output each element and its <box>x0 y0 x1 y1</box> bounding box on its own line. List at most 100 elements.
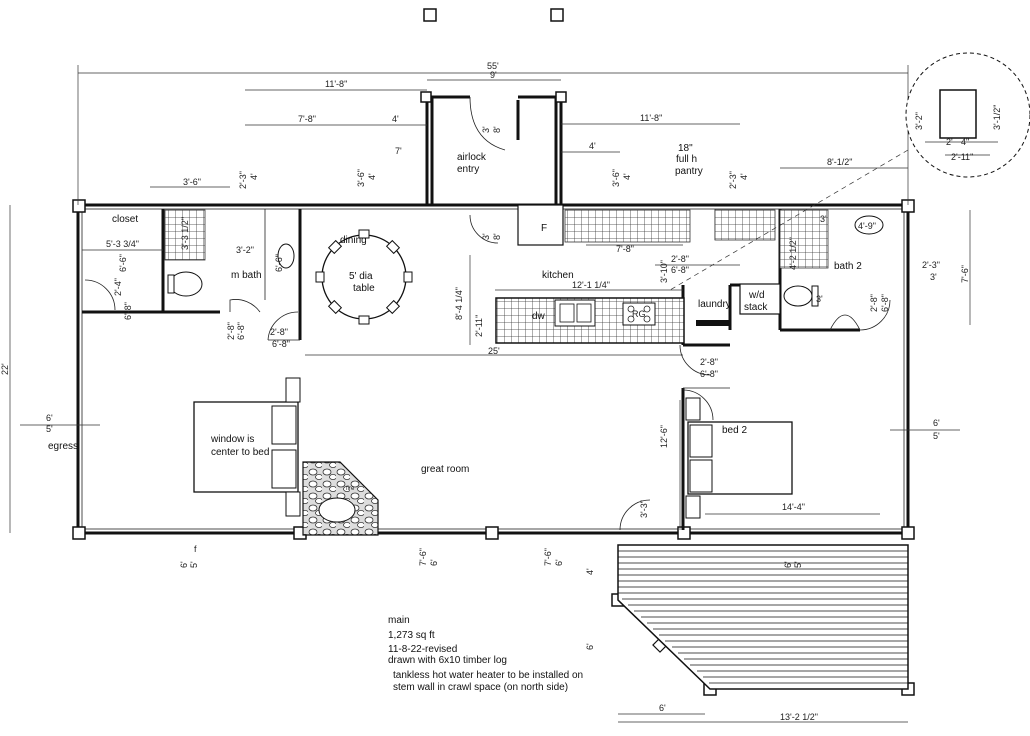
note-line-2: 1,273 sq ft <box>388 630 435 641</box>
dim-door-68-b: 6'-8" <box>236 322 246 340</box>
dim-egress-5: 5' <box>46 424 53 434</box>
dim-bath2-23: 2'-3" <box>922 260 940 270</box>
dim-pantry-68b: 6'-8" <box>671 265 689 275</box>
m-bath-label: m bath <box>231 270 262 281</box>
wd-label-1: w/d <box>748 290 765 301</box>
detail-callout <box>669 52 1030 291</box>
dim-detail-32: 3'-2" <box>914 112 924 130</box>
dim-bath2-412: 4'-2 1/2" <box>788 237 798 270</box>
dim-win-36-b: 3'-6" <box>611 169 621 187</box>
pantry-label-2: full h <box>676 154 697 165</box>
table-label-1: 5' dia <box>349 271 373 282</box>
dim-bath-w1: 3'-3 1/2" <box>180 217 190 250</box>
dim-detail-2: 2' <box>946 137 953 147</box>
dim-win-4-a: 4' <box>249 173 259 180</box>
fixtures <box>167 215 884 315</box>
dim-laundry-310: 3'-10" <box>659 260 669 283</box>
dim-kitchen-25: 25' <box>488 346 500 356</box>
dim-deck-4: 4' <box>585 568 595 575</box>
dim-deck-6-a: 6' <box>585 643 595 650</box>
dim-win-4-c: 4' <box>622 173 632 180</box>
dim-bottom-5-d: 5' <box>793 561 803 568</box>
posts <box>72 8 915 696</box>
dim-bath2-68: 6'-8" <box>880 294 890 312</box>
dim-bottom-6-b: 6' <box>429 559 439 566</box>
table-label-2: table <box>353 283 375 294</box>
dim-pantry-68: 2'-8" <box>671 254 689 264</box>
dim-bottom-6-a: 6' <box>179 561 189 568</box>
dim-bath2-3c: 3' <box>930 272 937 282</box>
dim-mbath-w: 3'-2" <box>236 245 254 255</box>
dim-win-23-b: 2'-3" <box>728 171 738 189</box>
dimension-lines <box>9 65 971 723</box>
pantry-label-1: 18" <box>678 143 693 154</box>
airlock-label-1: airlock <box>457 152 487 163</box>
dim-entry-8-b: 8' <box>492 233 502 240</box>
dim-win-4-b: 4' <box>367 173 377 180</box>
fireplace <box>302 461 379 536</box>
dim-height-7: 7' <box>395 146 402 156</box>
dim-entry-width: 9' <box>490 70 497 80</box>
dim-bottom-6-c: 6' <box>554 559 564 566</box>
beds <box>193 377 793 519</box>
dim-closet-w: 3'-6" <box>183 177 201 187</box>
dim-entry-3-b: 3' <box>481 233 491 240</box>
note-line-3: 11-8-22-revised <box>388 644 457 655</box>
dim-bed2-33: 3'-3" <box>639 500 649 518</box>
dim-bottom-76-b: 7'-6" <box>543 548 553 566</box>
dim-bottom-f: f <box>194 544 197 554</box>
dim-bath2-28: 2'-8" <box>869 294 879 312</box>
note-line-6: stem wall in crawl space (on north side) <box>393 682 568 693</box>
dim-door-24: 2'-4" <box>113 278 123 296</box>
dim-bath2-3a: 3' <box>820 214 827 224</box>
note-line-1: main <box>388 615 410 626</box>
dim-deck-6-b: 6' <box>659 703 666 713</box>
range-label: RG <box>632 309 646 319</box>
dim-right-span: 11'-8" <box>640 113 662 123</box>
dim-overall-width: 55' <box>487 61 499 71</box>
airlock-entry-walls <box>425 95 563 205</box>
kitchen-counter <box>495 204 731 344</box>
dim-door-28-a: 2'-8" <box>226 322 236 340</box>
dim-left-sub2: 4' <box>392 114 399 124</box>
dimension-labels: 55' 9' 11'-8" 11'-8" 7'-8" 4' 4' 8'-1/2"… <box>0 61 1002 722</box>
dim-pantry-78: 7'-8" <box>616 244 634 254</box>
dim-bed2-68: 6'-8" <box>700 369 718 379</box>
room-labels: closet m bath dining 5' dia table airloc… <box>48 143 876 475</box>
dim-bath2-3b: 3' <box>816 294 823 304</box>
bed2-label: bed 2 <box>722 425 747 436</box>
tub-label: 4'-9" <box>858 221 876 231</box>
fridge-label: F <box>541 223 547 234</box>
egress-label: egress <box>48 441 78 452</box>
dim-win-23-a: 2'-3" <box>238 171 248 189</box>
closet-label: closet <box>112 214 138 225</box>
dim-door-28-b: 2'-8" <box>270 327 288 337</box>
dim-kitchen-311: 2'-11" <box>474 315 484 337</box>
wd-label-2: stack <box>744 302 768 313</box>
laundry-label: laundry <box>698 299 731 310</box>
dim-deck-w: 13'-2 1/2" <box>780 712 818 722</box>
dim-bed2-28: 2'-8" <box>700 357 718 367</box>
dim-entry-3-a: 3' <box>481 126 491 133</box>
dim-right-sub2: 8'-1/2" <box>827 157 852 167</box>
dim-door-68-a: 6'-8" <box>123 302 133 320</box>
dim-kitchen-len: 12'-1 1/4" <box>572 280 610 290</box>
dim-bottom-6-d: 6' <box>783 561 793 568</box>
note-line-5: tankless hot water heater to be installe… <box>393 670 583 681</box>
plan-notes: main 1,273 sq ft 11-8-22-revised drawn w… <box>388 615 583 693</box>
dim-win-4-d: 4' <box>739 173 749 180</box>
dim-entry-8-a: 8' <box>492 126 502 133</box>
dim-bottom-5-a: 5' <box>189 561 199 568</box>
dim-win-36-a: 3'-6" <box>356 169 366 187</box>
dim-egress-6: 6' <box>46 413 53 423</box>
pantry-label-3: pantry <box>675 166 703 177</box>
window-label-2: center to bed <box>211 447 269 458</box>
dim-detail-211: 2'-11" <box>951 152 973 162</box>
dim-bottom-76-a: 7'-6" <box>418 548 428 566</box>
dim-door-68-c: 6'-8" <box>272 339 290 349</box>
dim-bed2-len: 14'-4" <box>782 502 805 512</box>
airlock-label-2: entry <box>457 164 479 175</box>
dim-right-sub: 4' <box>589 141 596 151</box>
dining-table <box>315 229 413 325</box>
dim-kitchen-h: 8'-4 1/4" <box>454 287 464 320</box>
